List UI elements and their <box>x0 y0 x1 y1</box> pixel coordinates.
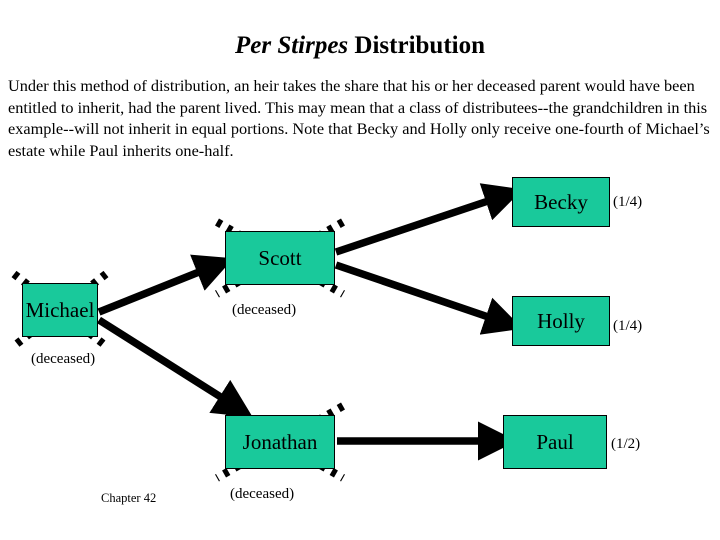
edge-scott-becky <box>334 183 523 256</box>
node-holly-label: Holly <box>537 308 585 333</box>
body-paragraph: Under this method of distribution, an he… <box>8 76 710 160</box>
page-title-rest: Distribution <box>348 32 486 59</box>
node-paul-label: Paul <box>536 429 574 454</box>
node-holly[interactable]: Holly <box>512 296 610 346</box>
node-paul[interactable]: Paul <box>503 415 607 469</box>
edge-michael-jonathan <box>96 316 253 418</box>
node-becky-share: (1/4) <box>613 194 643 210</box>
page-title: Per Stirpes Distribution <box>0 31 720 61</box>
node-scott-label: Scott <box>258 245 302 270</box>
edge-michael-scott <box>97 254 234 316</box>
node-michael-label: Michael <box>25 297 95 322</box>
node-scott[interactable]: Scott <box>225 231 335 285</box>
node-jonathan-caption: (deceased) <box>230 486 295 502</box>
node-jonathan-label: Jonathan <box>242 429 318 454</box>
node-scott-caption: (deceased) <box>232 302 297 318</box>
node-becky[interactable]: Becky <box>512 177 610 227</box>
node-paul-share: (1/2) <box>611 436 641 452</box>
node-becky-label: Becky <box>534 189 588 214</box>
node-michael-caption: (deceased) <box>31 351 96 367</box>
node-michael[interactable]: Michael <box>22 283 98 337</box>
node-holly-share: (1/4) <box>613 318 643 334</box>
page-title-emphasis: Per Stirpes <box>234 32 349 59</box>
edge-scott-holly <box>334 261 523 335</box>
footer-chapter: Chapter 42 <box>101 491 157 505</box>
node-jonathan[interactable]: Jonathan <box>225 415 335 469</box>
